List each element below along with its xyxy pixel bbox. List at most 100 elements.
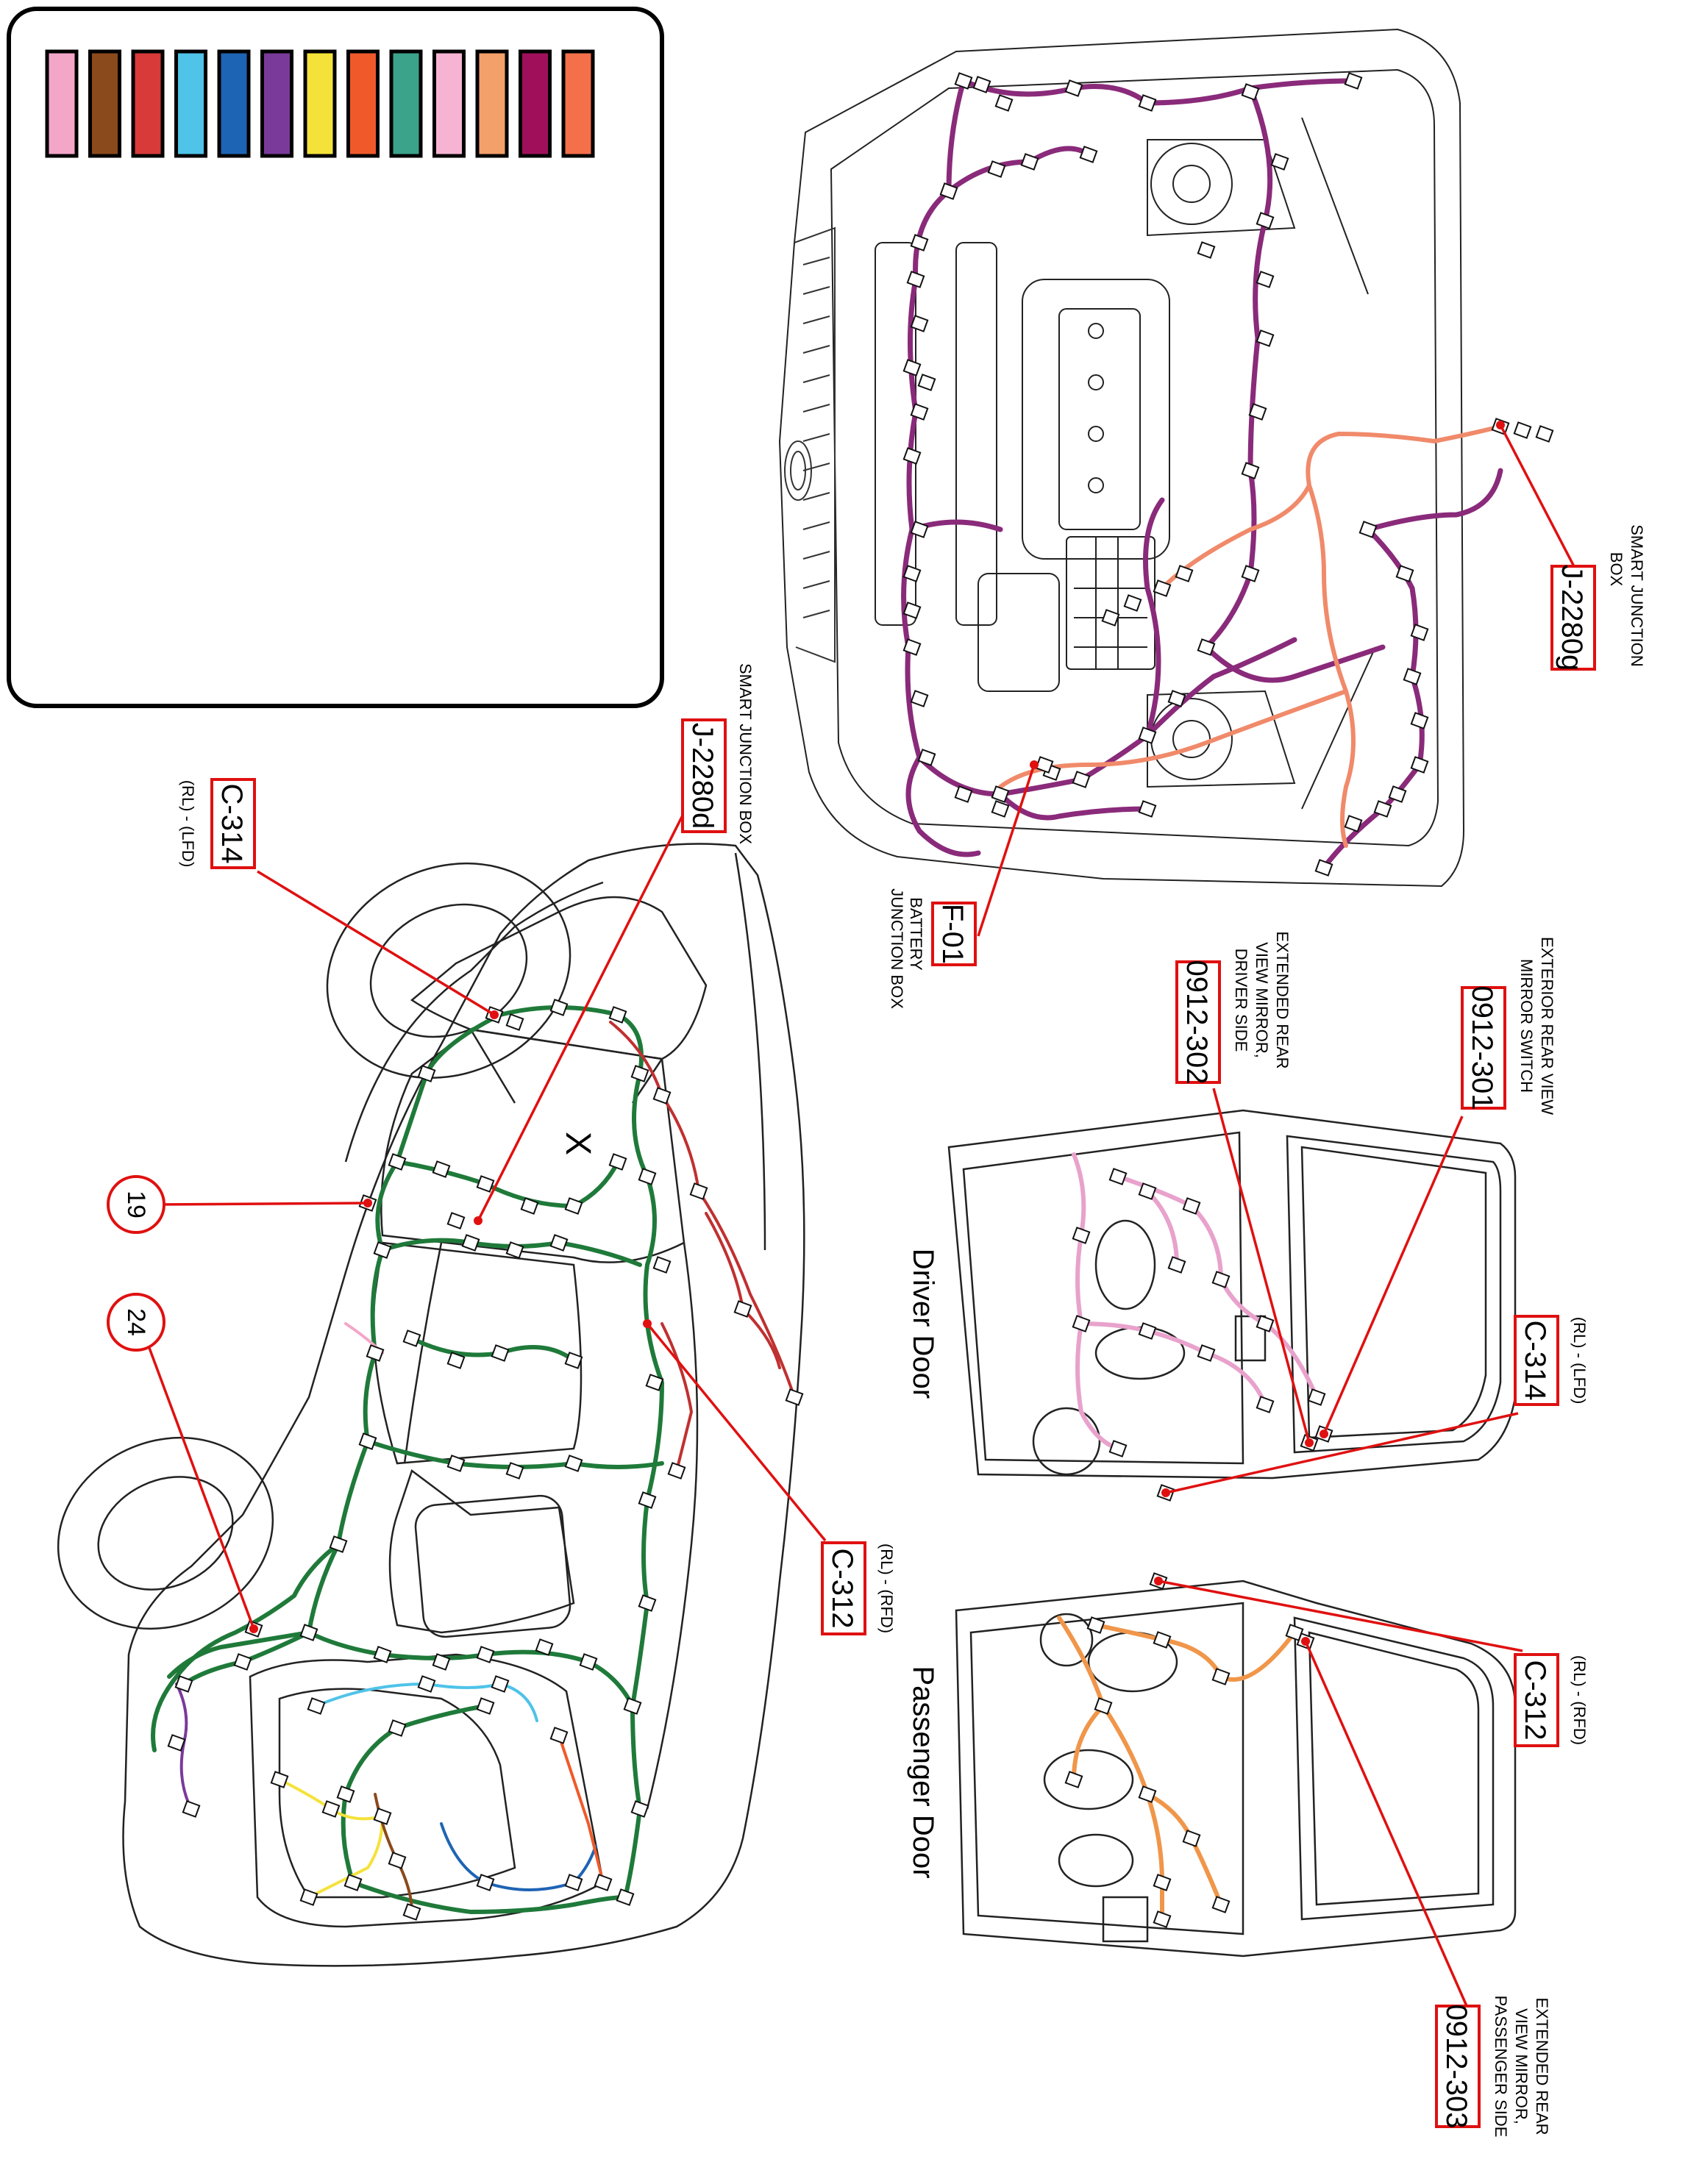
engine-harness-main xyxy=(901,78,1297,797)
passenger-door-connector xyxy=(1086,1616,1105,1634)
legend-swatch-yellow xyxy=(303,49,337,158)
leader-0912-302 xyxy=(1212,1088,1311,1443)
passenger-door-connector xyxy=(1094,1697,1113,1715)
label-f01-desc2: JUNCTION BOX xyxy=(888,888,906,1009)
driver-door-connector xyxy=(1072,1227,1091,1244)
orange-circuit xyxy=(558,1734,605,1884)
driver-door-connector xyxy=(1211,1271,1231,1288)
engine-connector xyxy=(917,374,936,391)
body-connector xyxy=(343,1874,363,1891)
label-j2280g: J-2280g SMART JUNCTION BOX xyxy=(1550,524,1646,671)
engine-connector xyxy=(902,447,922,465)
engine-connector xyxy=(1388,785,1407,803)
label-c314-body: C-314 (RL) - (LFD) xyxy=(179,778,256,869)
engine-connector xyxy=(954,785,973,803)
engine-connectors xyxy=(902,72,1554,877)
legend-swatch-magenta xyxy=(519,49,552,158)
label-0912-302-desc3: DRIVER SIDE xyxy=(1232,949,1250,1052)
leader-endpoints xyxy=(249,421,1505,1646)
side-window-front xyxy=(388,1469,575,1634)
body-connector xyxy=(638,1168,657,1185)
body-connector xyxy=(446,1352,466,1369)
body-connector xyxy=(549,1727,569,1744)
window-x-text: X xyxy=(558,1132,597,1155)
label-c314-body-box xyxy=(210,778,256,869)
passenger-door-connector xyxy=(1182,1830,1201,1847)
body-connector xyxy=(652,1256,672,1274)
label-f01: F-01 BATTERY JUNCTION BOX xyxy=(888,888,977,1009)
legend-swatch-orange-red xyxy=(346,49,380,158)
body-connector xyxy=(564,1197,583,1215)
driver-door-connector xyxy=(1108,1168,1128,1185)
passenger-door-connector xyxy=(1064,1771,1083,1788)
callout-24: 24 xyxy=(107,1293,165,1352)
engine-connector xyxy=(1344,815,1363,832)
leader-19 xyxy=(154,1202,368,1206)
engine-connector xyxy=(1410,756,1429,774)
label-0912-302: 0912-302 EXTENDED REAR VIEW MIRROR, DRIV… xyxy=(1175,931,1292,1085)
driver-window-frame xyxy=(1286,1135,1502,1454)
leader-f01 xyxy=(977,764,1036,937)
label-c312-door-desc: (RL) - (RFD) xyxy=(1570,1655,1589,1745)
engine-connector xyxy=(910,234,929,251)
passenger-door-connector xyxy=(1211,1668,1231,1685)
leader-24 xyxy=(146,1341,255,1630)
legend-swatch-purple xyxy=(260,49,293,158)
callout-24-text: 24 xyxy=(122,1308,150,1336)
leader-0912-303 xyxy=(1304,1641,1469,2008)
legend-swatches xyxy=(45,49,595,158)
body-connector xyxy=(476,1697,495,1715)
driver-door-title-text: Driver Door xyxy=(907,1249,939,1399)
body-connector xyxy=(491,1344,510,1362)
body-connector xyxy=(432,1160,451,1178)
label-0912-301: 0912-301 EXTERIOR REAR VIEW MIRROR SWITC… xyxy=(1461,937,1556,1115)
engine-connector xyxy=(994,94,1014,112)
color-legend xyxy=(7,7,664,708)
body-connector xyxy=(299,1888,318,1906)
body-connector xyxy=(388,1153,407,1171)
engine-connector xyxy=(1535,425,1554,443)
passenger-door-connector xyxy=(1153,1631,1172,1649)
driver-door-connector xyxy=(1138,1322,1157,1340)
label-c314-body-desc: (RL) - (LFD) xyxy=(179,780,197,868)
engine-connector xyxy=(1175,565,1194,582)
label-0912-302-desc2: VIEW MIRROR, xyxy=(1253,942,1271,1058)
engine-connector xyxy=(991,785,1010,803)
engine-connector xyxy=(1403,668,1422,685)
label-c314-body-code: C-314 xyxy=(216,784,248,864)
engine-connector xyxy=(939,182,958,200)
engine-connector xyxy=(902,359,922,377)
engine-connector xyxy=(987,160,1006,178)
body-connector xyxy=(432,1653,451,1671)
body-connector xyxy=(373,1241,392,1259)
engine-connector xyxy=(1138,94,1157,112)
body-connector xyxy=(174,1675,193,1693)
engine-connector xyxy=(910,690,929,707)
legend-swatch-brown xyxy=(88,49,121,158)
body-connector xyxy=(476,1175,495,1193)
label-j2280g-code: J-2280g xyxy=(1556,565,1588,671)
driver-door-connector xyxy=(1256,1315,1275,1332)
body-connector xyxy=(623,1697,642,1715)
label-0912-301-desc1: EXTERIOR REAR VIEW xyxy=(1538,937,1556,1115)
body-connector xyxy=(505,1013,524,1031)
label-j2280d: J-2280d SMART JUNCTION BOX xyxy=(681,663,755,844)
body-connector xyxy=(417,1065,436,1082)
battery xyxy=(977,573,1060,692)
passenger-door-title: Passenger Door xyxy=(907,1666,939,1878)
engine-connector xyxy=(910,315,929,332)
leader-0912-301 xyxy=(1322,1116,1464,1435)
engine-block xyxy=(1022,279,1170,560)
driver-door-connector xyxy=(1108,1440,1128,1457)
engine-connector xyxy=(1241,83,1260,101)
body-connector xyxy=(476,1646,495,1663)
leader-c314-door xyxy=(1165,1412,1519,1494)
engine-bay-view xyxy=(778,28,1465,888)
rear-wheel xyxy=(326,862,571,1079)
label-c314-door-code: C-314 xyxy=(1519,1321,1551,1401)
engine-connector xyxy=(991,800,1010,818)
label-0912-303-desc2: VIEW MIRROR, xyxy=(1512,2008,1531,2124)
label-c312-body-desc: (RL) - (RFD) xyxy=(877,1544,896,1633)
body-connector xyxy=(402,1330,421,1347)
